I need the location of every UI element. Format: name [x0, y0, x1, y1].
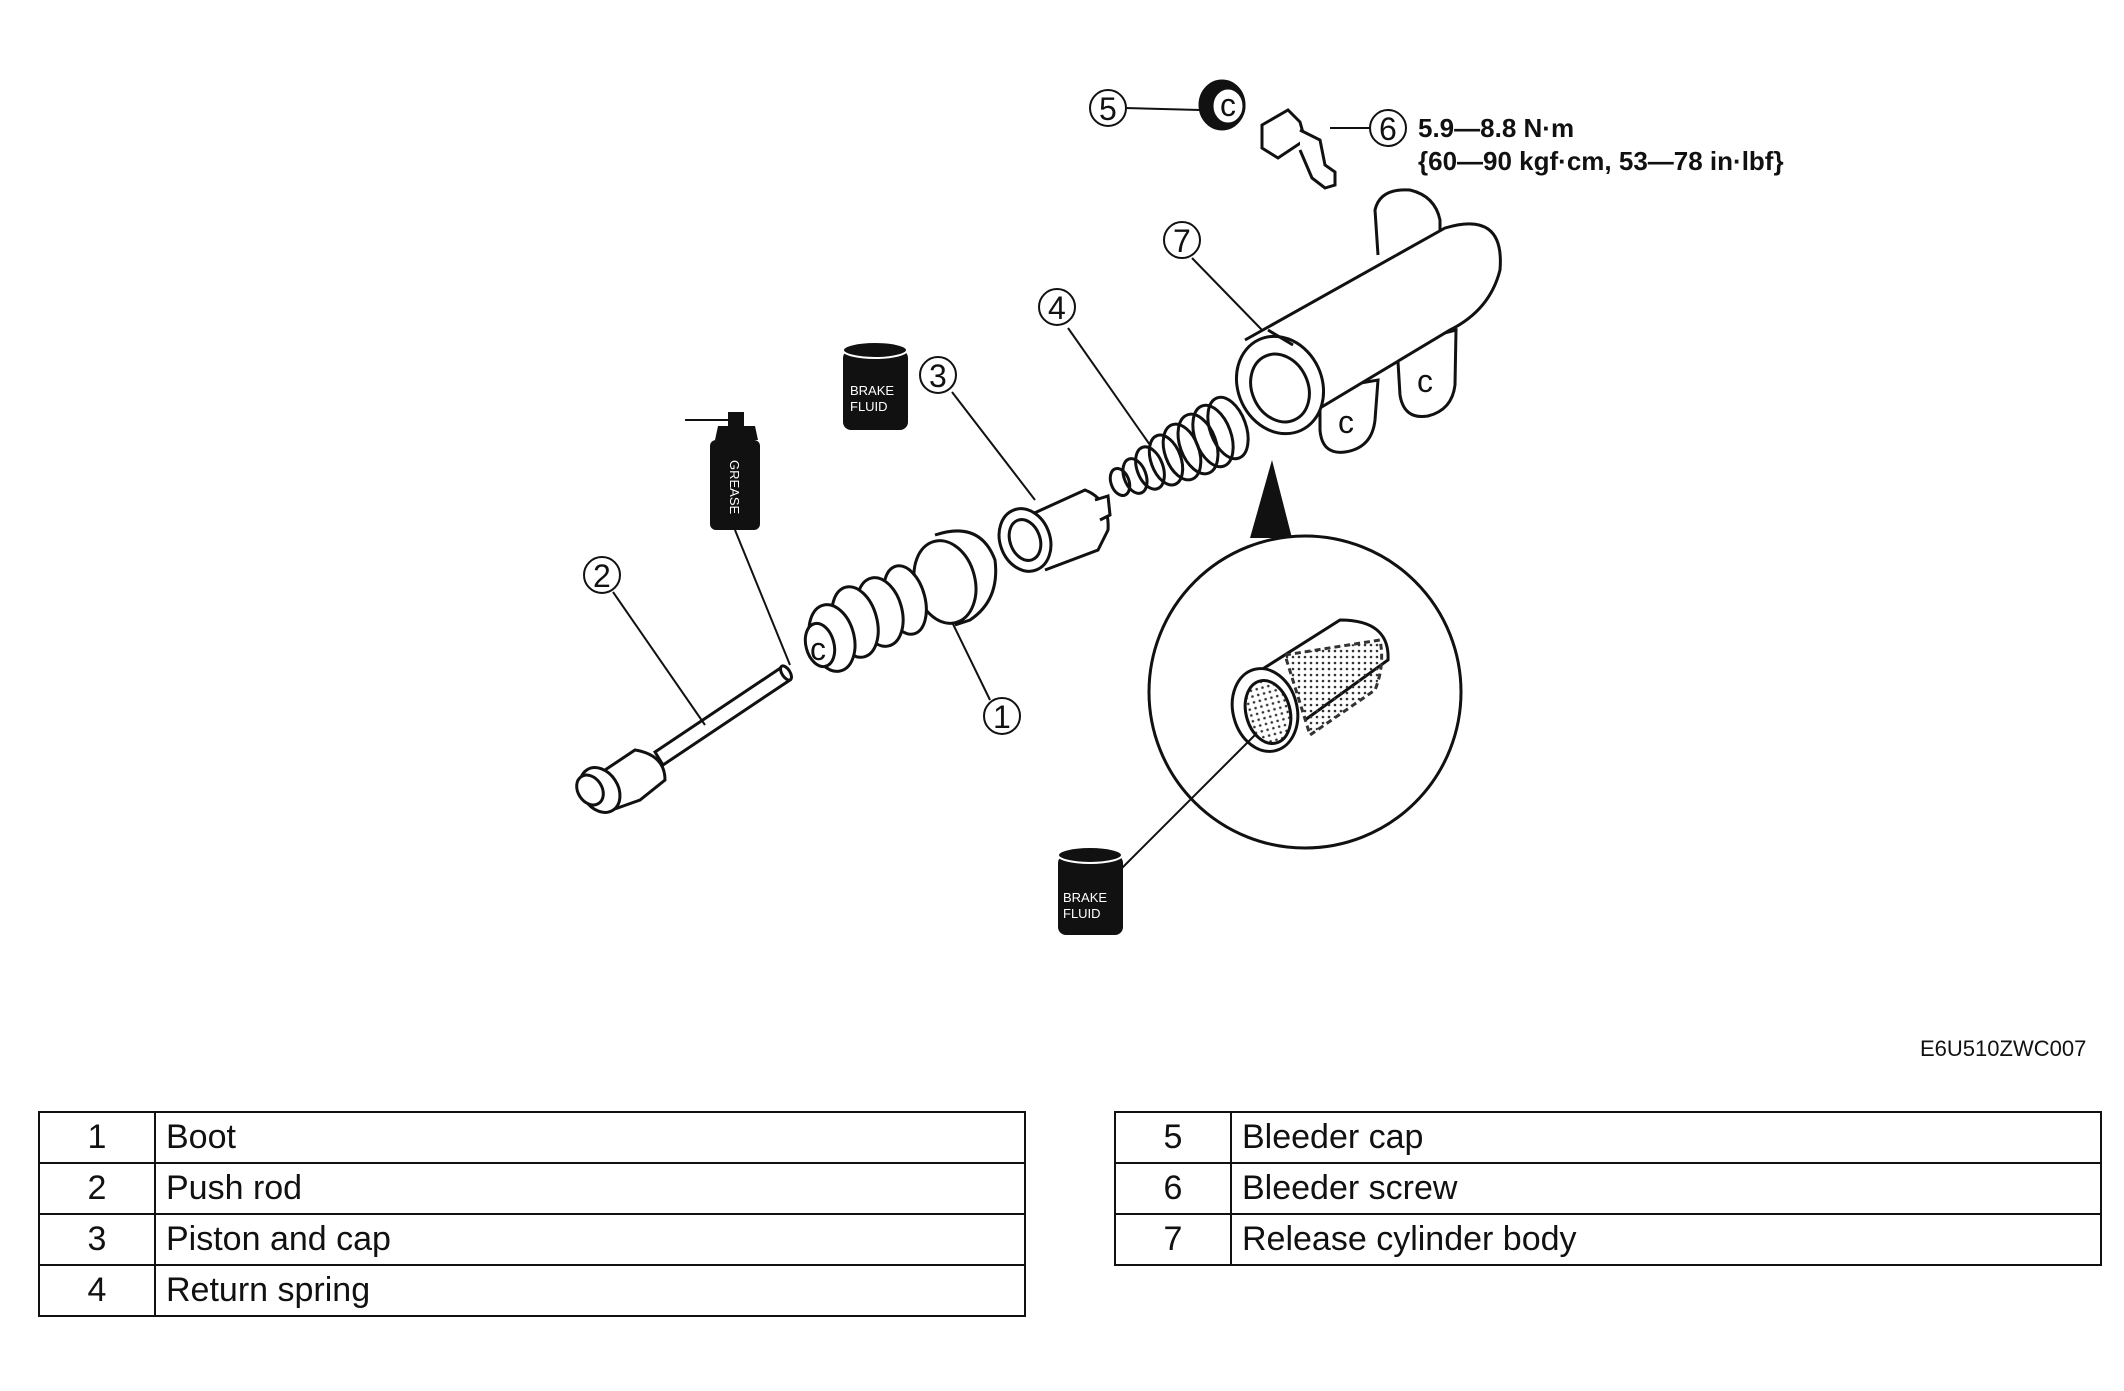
brake-fluid-can-icon: BRAKE FLUID: [1057, 846, 1123, 935]
return-spring: [1108, 395, 1250, 498]
callout-4: 4: [1038, 288, 1076, 326]
table-row: 2 Push rod: [38, 1162, 1026, 1215]
detail-magnifier: [1147, 460, 1463, 850]
torque-spec-line1: 5.9—8.8 N·m: [1418, 113, 1574, 143]
part-name: Boot: [154, 1111, 1026, 1164]
table-row: 7 Release cylinder body: [1114, 1213, 2102, 1266]
svg-text:5: 5: [1099, 91, 1117, 127]
svg-text:FLUID: FLUID: [1063, 906, 1101, 921]
table-row: 3 Piston and cap: [38, 1213, 1026, 1266]
part-name: Bleeder cap: [1230, 1111, 2102, 1164]
part-number: 5: [1114, 1111, 1232, 1164]
svg-text:FLUID: FLUID: [850, 399, 888, 414]
svg-text:GREASE: GREASE: [727, 460, 742, 515]
leader-lines: [612, 107, 1370, 871]
part-name: Release cylinder body: [1230, 1213, 2102, 1266]
callout-3: 3: [919, 356, 957, 394]
part-number: 6: [1114, 1162, 1232, 1215]
svg-text:2: 2: [593, 558, 611, 594]
callout-7: 7: [1163, 221, 1201, 259]
boot: c: [803, 529, 998, 673]
table-row: 1 Boot: [38, 1111, 1026, 1164]
svg-text:3: 3: [929, 358, 947, 394]
parts-table-right: 5 Bleeder cap 6 Bleeder screw 7 Release …: [1114, 1111, 2102, 1266]
push-rod: [575, 664, 793, 814]
table-row: 6 Bleeder screw: [1114, 1162, 2102, 1215]
piston-and-cap: [997, 488, 1112, 573]
svg-text:6: 6: [1379, 111, 1397, 147]
part-number: 1: [38, 1111, 156, 1164]
grease-tube-icon: GREASE: [685, 412, 760, 530]
callout-5: 5: [1089, 89, 1127, 127]
part-number: 3: [38, 1213, 156, 1266]
part-name: Bleeder screw: [1230, 1162, 2102, 1215]
svg-text:c: c: [810, 631, 826, 667]
table-row: 4 Return spring: [38, 1264, 1026, 1317]
svg-text:BRAKE: BRAKE: [850, 383, 894, 398]
callout-1: 1: [983, 697, 1021, 735]
part-name: Push rod: [154, 1162, 1026, 1215]
callout-6: 6: [1369, 109, 1407, 147]
bleeder-screw: [1260, 108, 1337, 190]
part-number: 7: [1114, 1213, 1232, 1266]
part-name: Return spring: [154, 1264, 1026, 1317]
part-number: 2: [38, 1162, 156, 1215]
svg-text:c: c: [1417, 363, 1433, 399]
svg-text:c: c: [1338, 404, 1354, 440]
part-name: Piston and cap: [154, 1213, 1026, 1266]
svg-text:c: c: [1220, 87, 1236, 123]
release-cylinder-body: c c: [1234, 188, 1502, 454]
brake-fluid-can-icon: BRAKE FLUID: [842, 341, 908, 430]
torque-spec-line2: {60—90 kgf·cm, 53—78 in·lbf}: [1418, 146, 1784, 176]
svg-text:4: 4: [1048, 290, 1066, 326]
bleeder-cap: c: [1198, 79, 1246, 131]
parts-table-left: 1 Boot 2 Push rod 3 Piston and cap 4 Ret…: [38, 1111, 1026, 1317]
table-row: 5 Bleeder cap: [1114, 1111, 2102, 1164]
part-number: 4: [38, 1264, 156, 1317]
svg-text:BRAKE: BRAKE: [1063, 890, 1107, 905]
svg-text:1: 1: [993, 699, 1011, 735]
svg-text:7: 7: [1173, 223, 1191, 259]
cylinder-bore-detail: [1230, 618, 1390, 753]
figure-code: E6U510ZWC007: [1920, 1036, 2087, 1061]
callout-2: 2: [583, 556, 621, 594]
